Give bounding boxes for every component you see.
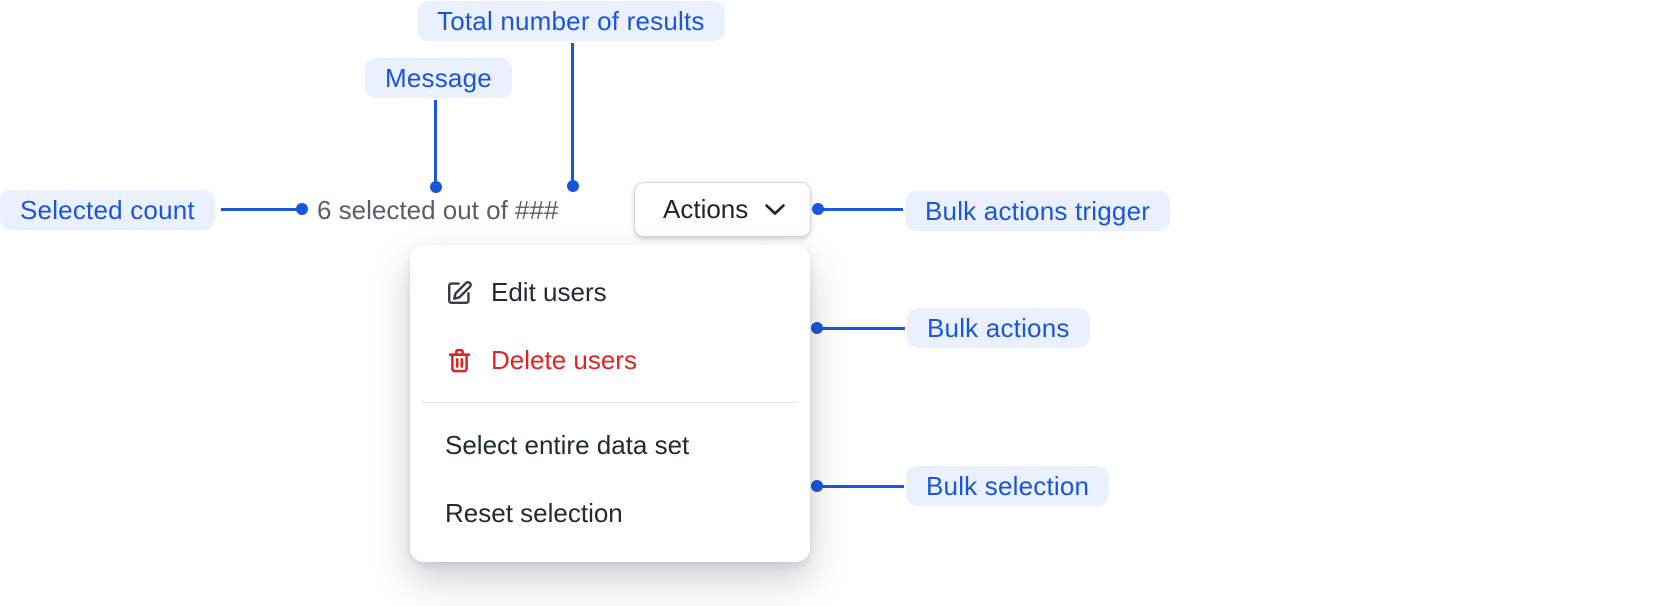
dot-selected-count — [296, 203, 308, 215]
selection-count-message: 6 selected out of ### — [317, 195, 559, 225]
dot-bulk-actions-trigger — [812, 203, 824, 215]
connector-bulk-actions-trigger — [821, 208, 903, 211]
menu-item-reset-selection[interactable]: Reset selection — [410, 479, 810, 547]
menu-item-label: Delete users — [491, 344, 637, 375]
edit-icon — [445, 278, 474, 307]
menu-item-label: Reset selection — [445, 497, 623, 528]
callout-selected-count: Selected count — [0, 190, 215, 230]
bulk-actions-menu: Edit users Delete users Select entire da… — [410, 245, 810, 562]
callout-bulk-actions: Bulk actions — [907, 308, 1090, 348]
connector-total-results — [571, 43, 574, 183]
menu-item-select-entire-data-set[interactable]: Select entire data set — [410, 411, 810, 479]
callout-total-results: Total number of results — [417, 1, 725, 41]
connector-selected-count — [221, 208, 302, 211]
menu-item-label: Select entire data set — [445, 429, 690, 460]
bulk-actions-trigger-button[interactable]: Actions — [634, 182, 811, 237]
dot-message — [430, 181, 442, 193]
connector-bulk-actions — [821, 327, 905, 330]
menu-item-label: Edit users — [491, 276, 607, 307]
bulk-actions-trigger-label: Actions — [663, 194, 749, 224]
trash-icon — [445, 346, 474, 375]
dot-total-results — [567, 180, 579, 192]
callout-bulk-actions-trigger: Bulk actions trigger — [905, 191, 1171, 231]
connector-bulk-selection — [821, 485, 904, 488]
dot-bulk-selection — [811, 480, 823, 492]
menu-divider — [422, 402, 798, 403]
dot-bulk-actions — [811, 322, 823, 334]
callout-message: Message — [365, 58, 512, 98]
chevron-down-icon — [764, 203, 786, 216]
callout-bulk-selection: Bulk selection — [906, 466, 1110, 506]
menu-item-edit-users[interactable]: Edit users — [410, 258, 810, 326]
menu-item-delete-users[interactable]: Delete users — [410, 326, 810, 394]
connector-message — [434, 100, 437, 187]
